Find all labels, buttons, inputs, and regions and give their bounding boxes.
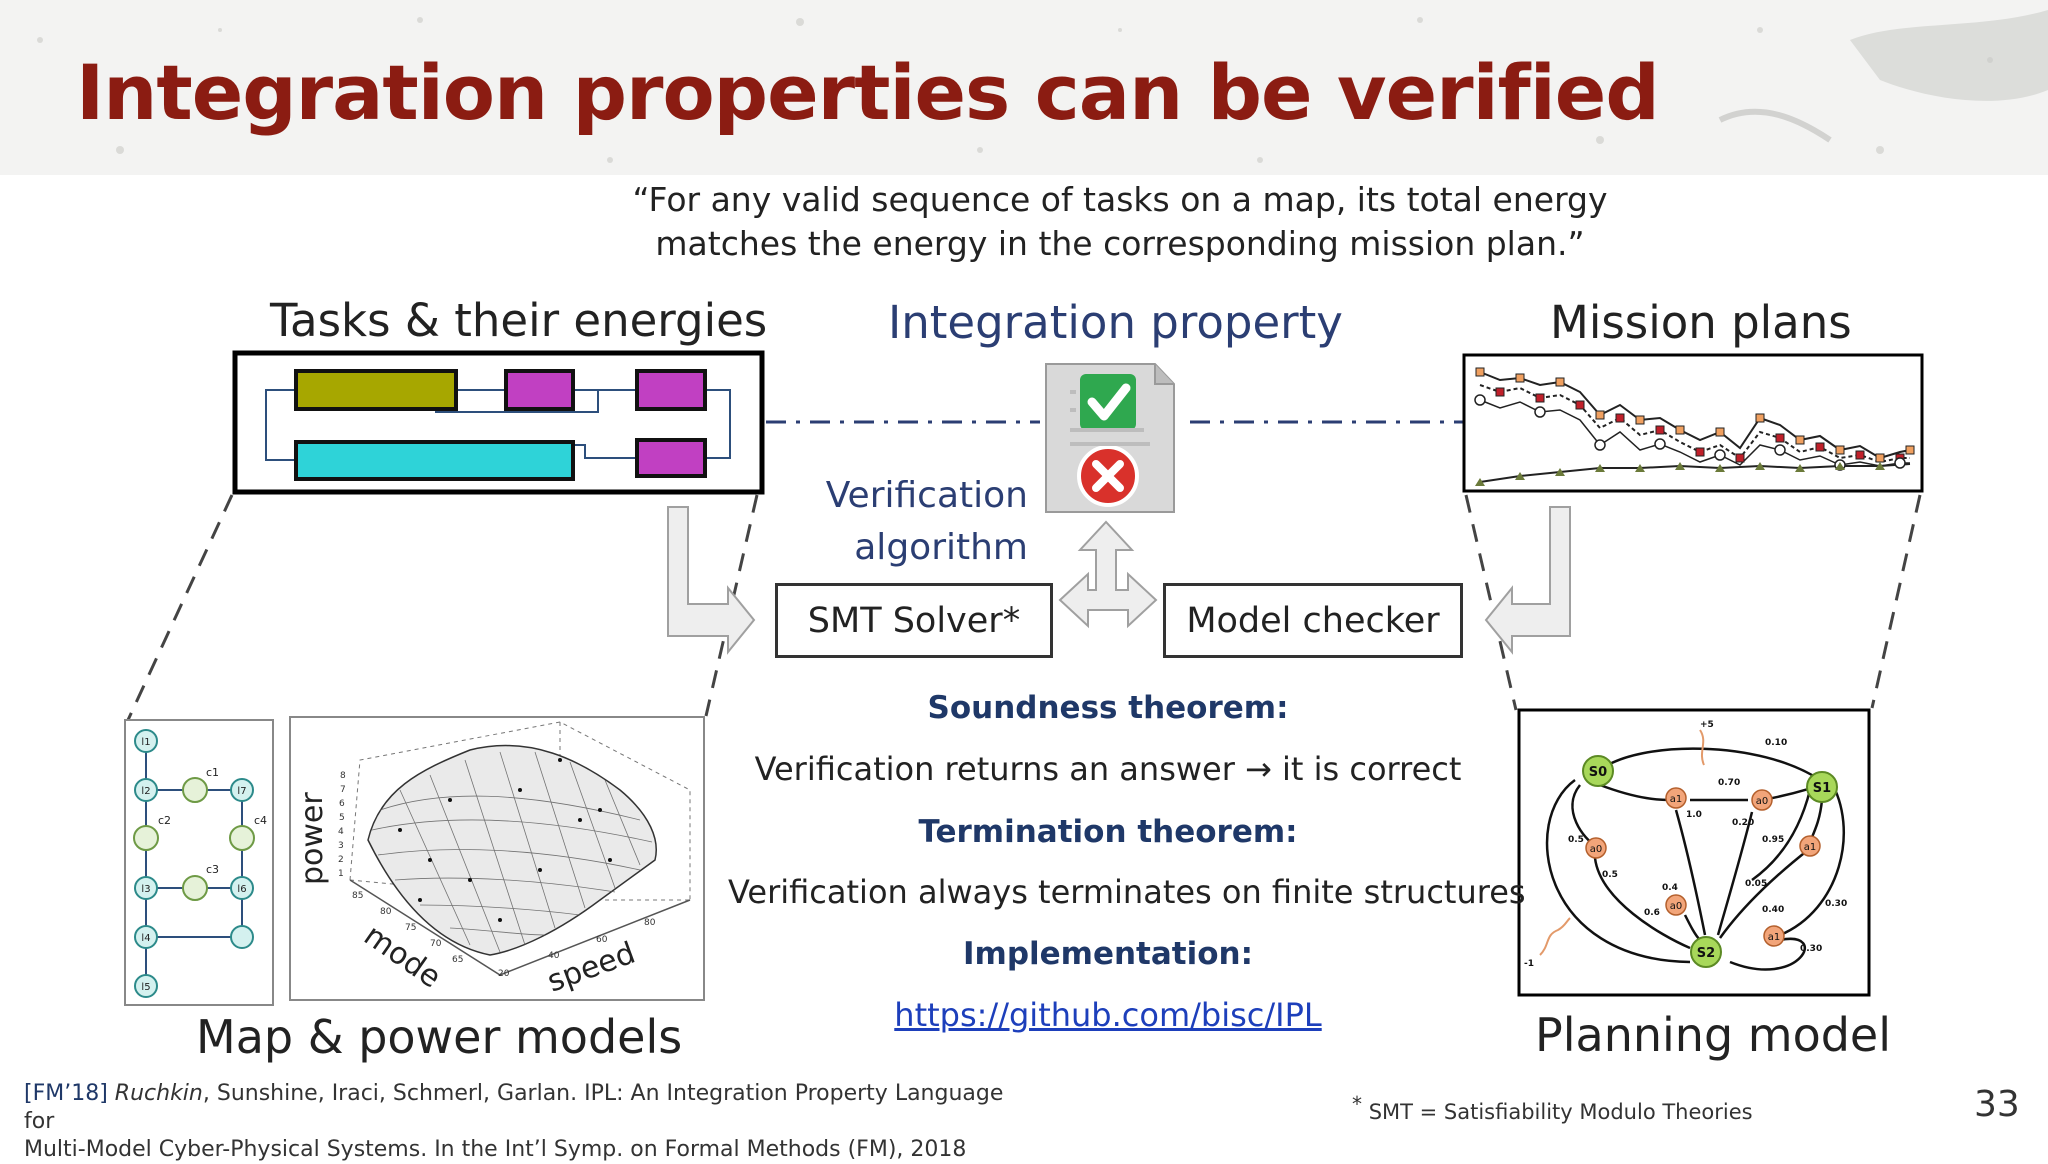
svg-text:2: 2 — [338, 855, 344, 865]
svg-text:l4: l4 — [141, 933, 150, 944]
footnote: * SMT = Satisfiability Modulo Theories — [1352, 1092, 1753, 1124]
page-number: 33 — [1974, 1084, 2020, 1125]
svg-text:l2: l2 — [141, 786, 150, 797]
svg-text:5: 5 — [339, 813, 345, 823]
task-block-magenta-2 — [635, 369, 707, 411]
citation-line-1: [FM’18] Ruchkin, Sunshine, Iraci, Schmer… — [24, 1080, 1024, 1136]
svg-text:3: 3 — [338, 841, 344, 851]
svg-text:0.6: 0.6 — [1644, 908, 1660, 918]
svg-text:7: 7 — [340, 785, 346, 795]
svg-text:a1: a1 — [1670, 794, 1683, 805]
mission-plans-chart — [1462, 353, 1924, 493]
svg-text:c1: c1 — [206, 766, 219, 779]
plans-to-modelchecker-arrow — [1484, 506, 1571, 655]
svg-text:8: 8 — [340, 771, 346, 781]
citation-tag: [FM’18] — [24, 1081, 108, 1106]
svg-text:20: 20 — [498, 969, 510, 979]
map-power-label: Map & power models — [196, 1010, 683, 1064]
svg-text:70: 70 — [430, 939, 442, 949]
svg-text:0.70: 0.70 — [1718, 778, 1740, 788]
svg-text:c4: c4 — [254, 814, 267, 827]
svg-text:S1: S1 — [1813, 781, 1831, 796]
citation-author: Ruchkin — [114, 1081, 203, 1106]
smt-solver-box: SMT Solver* — [775, 583, 1053, 658]
svg-text:1.0: 1.0 — [1686, 810, 1702, 820]
soundness-title: Soundness theorem: — [927, 690, 1289, 726]
termination-body: Verification always terminates on finite… — [728, 873, 1526, 911]
svg-text:a0: a0 — [1590, 844, 1603, 855]
soundness-body: Verification returns an answer → it is c… — [754, 750, 1462, 788]
quote-line-2: matches the energy in the corresponding … — [655, 224, 1585, 263]
svg-text:S2: S2 — [1697, 946, 1715, 961]
svg-text:4: 4 — [338, 827, 344, 837]
svg-text:S0: S0 — [1589, 765, 1607, 780]
verification-line-2: algorithm — [854, 527, 1028, 568]
svg-text:75: 75 — [405, 923, 416, 933]
svg-text:0.20: 0.20 — [1732, 818, 1754, 828]
footnote-text: SMT = Satisfiability Modulo Theories — [1368, 1100, 1753, 1124]
property-quote: “For any valid sequence of tasks on a ma… — [560, 178, 1680, 266]
tasks-to-smt-arrow — [667, 506, 756, 655]
svg-text:a0: a0 — [1756, 796, 1769, 807]
citation-line-2: Multi-Model Cyber-Physical Systems. In t… — [24, 1137, 967, 1162]
footnote-marker: * — [1352, 1092, 1362, 1116]
svg-text:a0: a0 — [1670, 901, 1683, 912]
svg-text:85: 85 — [352, 891, 363, 901]
quote-line-1: “For any valid sequence of tasks on a ma… — [632, 180, 1608, 219]
svg-text:6: 6 — [339, 799, 345, 809]
svg-text:l5: l5 — [141, 982, 150, 993]
svg-text:0.30: 0.30 — [1825, 899, 1847, 909]
svg-text:0.40: 0.40 — [1762, 905, 1784, 915]
task-block-magenta-3 — [635, 438, 707, 478]
svg-text:a1: a1 — [1804, 842, 1817, 853]
map-graph: l1 l2 l3 l4 l5 l6 l7 c1 c2 c3 c4 — [124, 719, 274, 1006]
property-document-icon — [1045, 363, 1175, 513]
integration-property-header: Integration property — [888, 296, 1343, 349]
citation: [FM’18] Ruchkin, Sunshine, Iraci, Schmer… — [24, 1080, 1024, 1164]
svg-text:0.4: 0.4 — [1662, 883, 1678, 893]
tasks-diagram — [232, 350, 765, 495]
svg-text:l1: l1 — [141, 737, 150, 748]
svg-text:60: 60 — [596, 935, 608, 945]
title-background-texture — [0, 0, 2048, 175]
svg-text:a1: a1 — [1768, 932, 1781, 943]
implementation-title: Implementation: — [962, 936, 1254, 972]
tasks-header: Tasks & their energies — [270, 294, 768, 347]
svg-text:c3: c3 — [206, 863, 219, 876]
verification-algorithm-label: Verification algorithm — [800, 470, 1028, 574]
task-bar-cyan — [294, 440, 575, 481]
svg-text:0.10: 0.10 — [1765, 738, 1787, 748]
slide-title: Integration properties can be verified — [76, 48, 1660, 137]
svg-text:80: 80 — [644, 918, 656, 928]
svg-text:40: 40 — [548, 951, 560, 961]
surface-zlabel: power — [295, 792, 330, 885]
verification-line-1: Verification — [825, 475, 1028, 516]
svg-text:0.30: 0.30 — [1800, 944, 1822, 954]
svg-text:1: 1 — [338, 869, 344, 879]
planning-model-label: Planning model — [1535, 1008, 1892, 1062]
task-block-magenta-1 — [504, 369, 575, 411]
implementation-link[interactable]: https://github.com/bisc/IPL — [894, 996, 1322, 1034]
svg-text:l7: l7 — [237, 786, 246, 797]
termination-title: Termination theorem: — [918, 814, 1298, 850]
bidirectional-arrow — [1058, 520, 1158, 629]
model-checker-box: Model checker — [1163, 583, 1463, 658]
svg-text:c2: c2 — [158, 814, 171, 827]
svg-text:l3: l3 — [141, 884, 150, 895]
svg-text:l6: l6 — [237, 884, 246, 895]
svg-text:+5: +5 — [1700, 720, 1714, 730]
mission-plans-header: Mission plans — [1550, 296, 1852, 349]
svg-text:65: 65 — [452, 955, 463, 965]
svg-text:0.5: 0.5 — [1568, 835, 1584, 845]
task-bar-olive — [294, 369, 458, 411]
svg-text:0.95: 0.95 — [1762, 835, 1784, 845]
svg-text:80: 80 — [380, 907, 392, 917]
svg-text:0.05: 0.05 — [1745, 879, 1767, 889]
svg-text:-1: -1 — [1524, 959, 1534, 969]
citation-line-1-rest: , Sunshine, Iraci, Schmerl, Garlan. IPL:… — [24, 1081, 1004, 1134]
svg-text:0.5: 0.5 — [1602, 870, 1618, 880]
